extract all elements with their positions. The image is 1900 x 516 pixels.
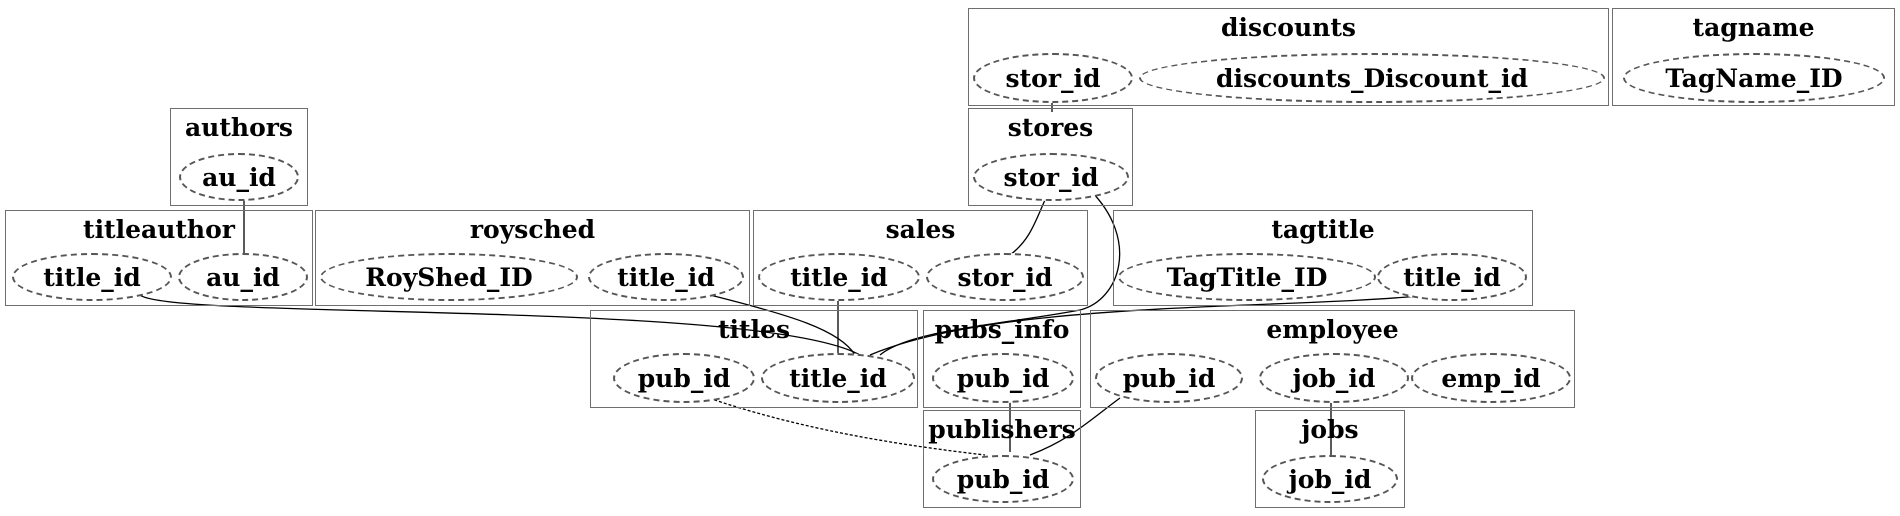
field-title-id[interactable]: title_id [758, 253, 920, 301]
field-tagname-id[interactable]: TagName_ID [1623, 53, 1885, 103]
table-publishers[interactable]: publishers pub_id [923, 410, 1081, 508]
field-title-id[interactable]: title_id [761, 353, 915, 403]
field-pub-id[interactable]: pub_id [1095, 353, 1243, 403]
table-title: titles [717, 315, 791, 344]
field-pub-id[interactable]: pub_id [932, 353, 1074, 403]
table-jobs[interactable]: jobs job_id [1255, 410, 1405, 508]
table-title: sales [885, 215, 956, 244]
field-discounts-discount-id[interactable]: discounts_Discount_id [1139, 53, 1605, 103]
field-stor-id[interactable]: stor_id [973, 153, 1129, 201]
table-title: titleauthor [83, 215, 235, 244]
table-title: publishers [928, 415, 1076, 444]
field-emp-id[interactable]: emp_id [1411, 353, 1571, 403]
table-employee[interactable]: employee pub_id job_id emp_id [1090, 310, 1575, 408]
table-tagname[interactable]: tagname TagName_ID [1612, 8, 1895, 106]
field-stor-id[interactable]: stor_id [926, 253, 1084, 301]
table-titleauthor[interactable]: titleauthor title_id au_id [5, 210, 313, 306]
field-au-id[interactable]: au_id [179, 153, 299, 201]
table-title: jobs [1301, 415, 1359, 444]
table-title: authors [184, 113, 294, 142]
field-job-id[interactable]: job_id [1262, 455, 1398, 503]
table-stores[interactable]: stores stor_id [968, 108, 1133, 206]
table-title: tagname [1692, 13, 1815, 42]
field-pub-id[interactable]: pub_id [613, 353, 755, 403]
table-titles[interactable]: titles pub_id title_id [590, 310, 918, 408]
field-stor-id[interactable]: stor_id [973, 53, 1133, 103]
table-tagtitle[interactable]: tagtitle TagTitle_ID title_id [1113, 210, 1533, 306]
table-title: tagtitle [1271, 215, 1375, 244]
table-title: stores [1007, 113, 1094, 142]
field-au-id[interactable]: au_id [178, 253, 308, 301]
table-title: pubs_info [934, 315, 1070, 344]
table-pubs-info[interactable]: pubs_info pub_id [923, 310, 1081, 408]
table-title: employee [1266, 315, 1399, 344]
table-sales[interactable]: sales title_id stor_id [753, 210, 1088, 306]
field-royshed-id[interactable]: RoyShed_ID [320, 253, 578, 301]
field-tagtitle-id[interactable]: TagTitle_ID [1118, 253, 1376, 301]
table-title: roysched [469, 215, 596, 244]
field-job-id[interactable]: job_id [1259, 353, 1409, 403]
table-roysched[interactable]: roysched RoyShed_ID title_id [315, 210, 750, 306]
table-title: discounts [1221, 13, 1356, 42]
table-authors[interactable]: authors au_id [170, 108, 308, 206]
field-pub-id[interactable]: pub_id [932, 455, 1074, 503]
table-discounts[interactable]: discounts stor_id discounts_Discount_id [968, 8, 1609, 106]
field-title-id[interactable]: title_id [12, 253, 172, 301]
field-title-id[interactable]: title_id [1377, 253, 1527, 301]
field-title-id[interactable]: title_id [588, 253, 744, 301]
